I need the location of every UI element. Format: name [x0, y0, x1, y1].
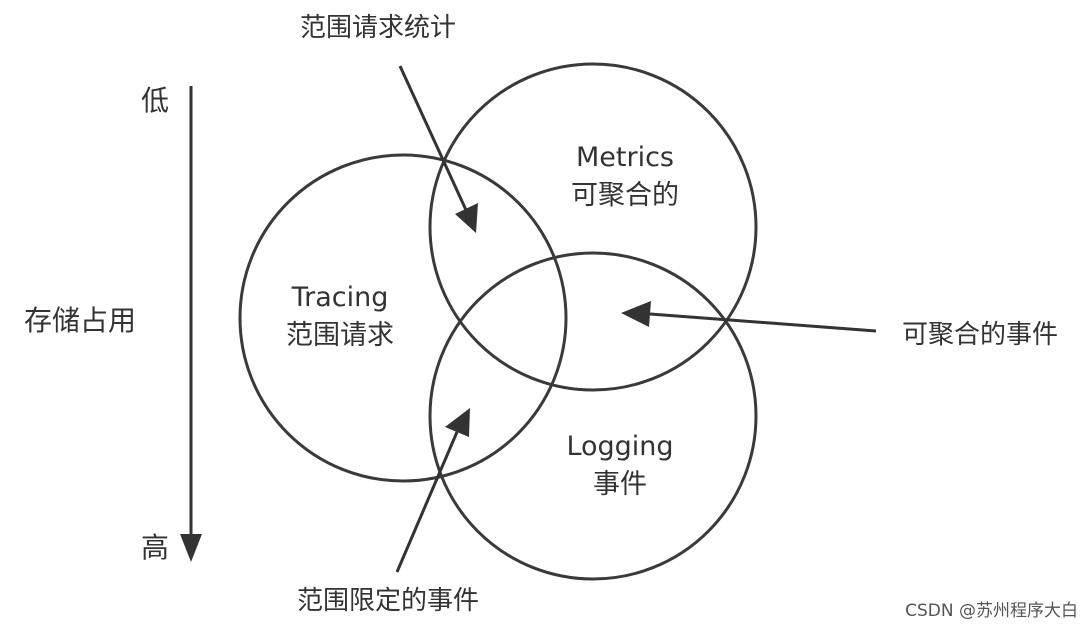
callout-bottom-arrow-line — [395, 431, 459, 573]
callout-top-arrow-line — [398, 65, 468, 211]
metrics-circle — [428, 62, 758, 392]
metrics-desc: 可聚合的 — [571, 180, 679, 211]
logging-desc: 事件 — [593, 469, 647, 500]
callout-right-label: 可聚合的事件 — [902, 320, 1058, 350]
watermark: CSDN @苏州程序大白 — [905, 601, 1078, 621]
callout-top-label: 范围请求统计 — [300, 13, 456, 43]
callout-bottom-label: 范围限定的事件 — [297, 586, 479, 616]
axis-high-label: 高 — [141, 531, 169, 564]
storage-axis-arrowhead — [180, 534, 202, 562]
callout-bottom-arrowhead — [445, 408, 470, 437]
callout-top-arrowhead — [455, 203, 478, 233]
metrics-name: Metrics — [576, 142, 674, 173]
tracing-circle — [238, 153, 568, 483]
logging-name: Logging — [566, 431, 673, 462]
callout-right-arrow-line — [649, 312, 877, 333]
callout-right-arrowhead — [621, 301, 651, 327]
axis-low-label: 低 — [141, 84, 169, 117]
axis-title: 存储占用 — [24, 304, 136, 337]
tracing-name: Tracing — [291, 282, 389, 313]
logging-circle — [428, 251, 758, 581]
tracing-desc: 范围请求 — [286, 320, 394, 351]
